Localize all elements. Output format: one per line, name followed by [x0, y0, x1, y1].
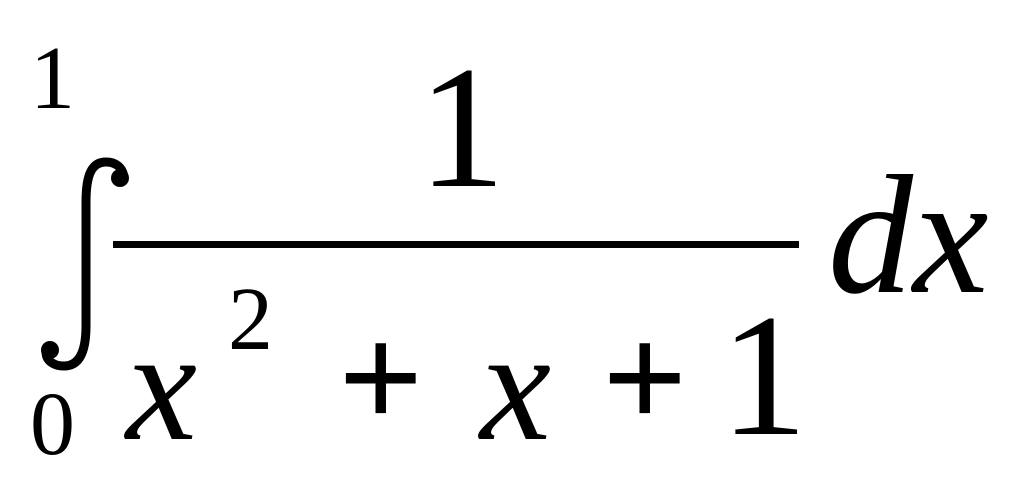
fraction-numerator: 1 [418, 30, 506, 224]
denominator-x-squared-base: x [126, 296, 198, 474]
denominator-plus-sign-second: + [602, 295, 688, 461]
denominator-plus-sign: + [338, 295, 424, 461]
integral-upper-limit: 1 [30, 29, 75, 128]
denominator-constant: 1 [720, 278, 808, 472]
differential-dx: dx [828, 141, 989, 329]
integral-lower-limit: 0 [30, 375, 75, 474]
denominator-x-linear: x [480, 296, 552, 474]
integral-sign-icon [41, 157, 129, 371]
fraction-bar [113, 241, 799, 248]
denominator-exponent: 2 [228, 270, 273, 369]
